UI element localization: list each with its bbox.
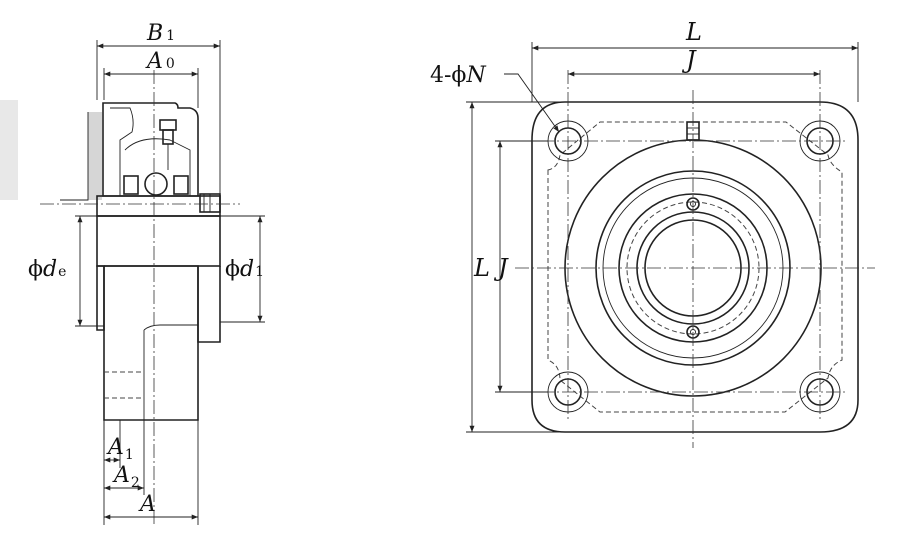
wall-edge: [60, 112, 89, 201]
label-A2: A2: [112, 463, 140, 491]
shadow-left: [0, 100, 18, 200]
label-L-side: L: [473, 254, 490, 282]
shadow-wall: [88, 112, 102, 200]
front-view: L J L J 4-ϕN: [430, 18, 875, 448]
label-de: ϕde: [28, 257, 66, 282]
label-A1: A1: [106, 435, 134, 463]
label-d1: ϕd1: [225, 257, 264, 282]
bearing-ball: [144, 172, 168, 196]
grease-nipple-head: [159, 119, 177, 131]
label-J-top: J: [681, 46, 697, 74]
flange-hidden-edge: [547, 121, 843, 413]
upper-housing: [102, 102, 199, 197]
grease-nipple-body: [162, 129, 174, 145]
housing-inner-line: [110, 107, 134, 196]
lower-housing-outline: [104, 265, 221, 343]
label-4phiN: 4-ϕN: [430, 63, 486, 88]
lower-inner-line: [143, 324, 198, 331]
lower-housing: [103, 266, 199, 421]
label-L-top: L: [685, 18, 702, 46]
shaft-bore: [96, 215, 221, 267]
roller-left: [123, 175, 139, 195]
leader-4phiN: [504, 73, 560, 133]
housing-cavity: [124, 138, 191, 196]
label-J-side: J: [493, 254, 509, 282]
label-A: A: [138, 492, 156, 517]
flange-outline: [531, 101, 859, 433]
lower-flange-left: [96, 265, 105, 331]
inner-ring: [96, 195, 221, 217]
roller-right: [173, 175, 189, 195]
